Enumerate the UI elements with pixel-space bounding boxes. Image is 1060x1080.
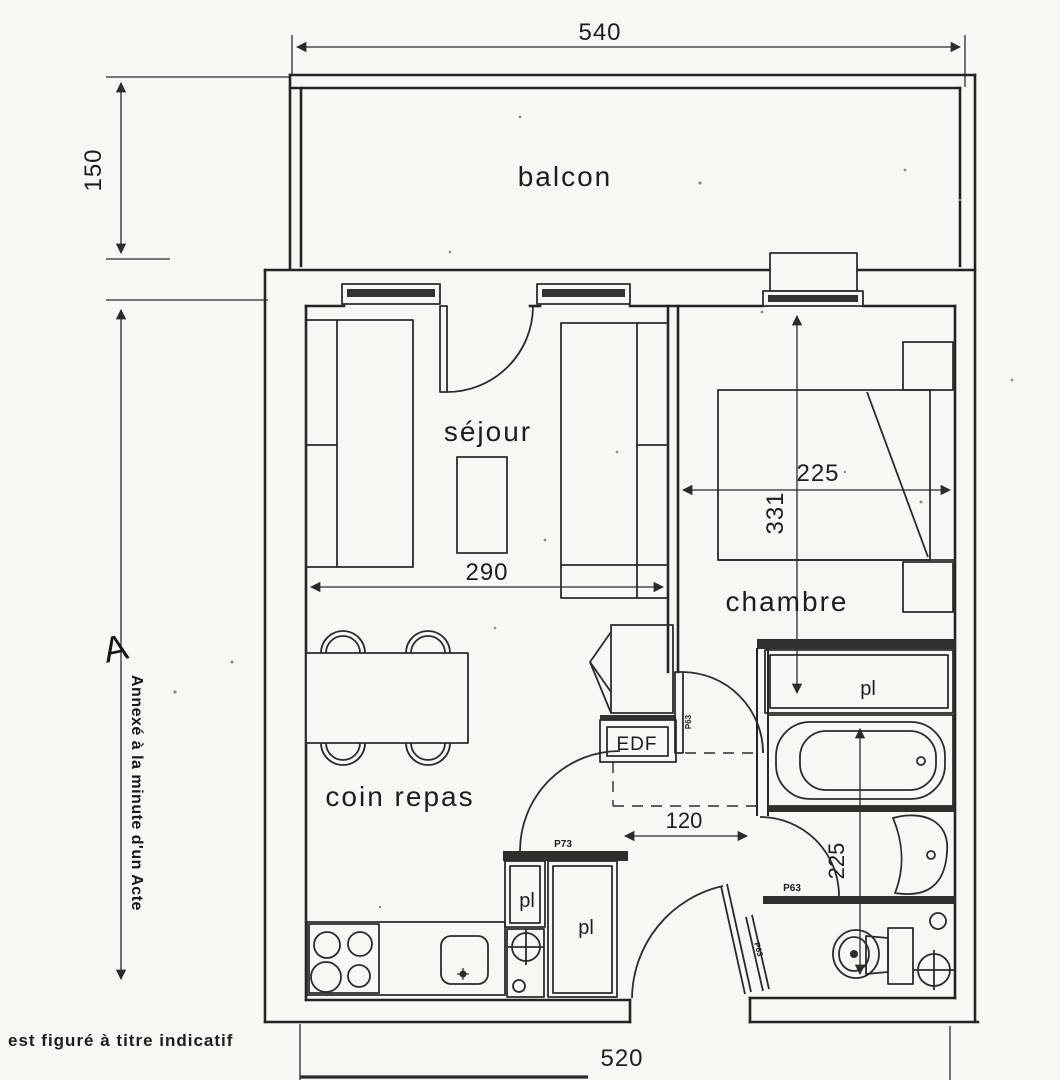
dim-150: 150	[80, 148, 107, 191]
stamp-text: Annexé à la minute d'un Acte	[128, 675, 145, 911]
partition-wall	[503, 851, 628, 861]
dim-120: 120	[666, 808, 703, 833]
closet: pl	[504, 860, 546, 928]
dim-331: 331	[762, 491, 789, 534]
dining-table	[305, 652, 469, 744]
dimensions: 540 150 290 225 331 120 225 520	[80, 19, 966, 1080]
hall-door-label: P73	[554, 839, 572, 850]
chair-icon	[320, 630, 366, 654]
chair-icon	[405, 630, 451, 654]
dining-area: coin repas	[305, 630, 474, 812]
partition-wall	[768, 806, 955, 812]
balcony-door-leaf	[439, 305, 448, 393]
sofa-icon	[560, 322, 669, 599]
chair-icon	[320, 742, 366, 766]
radiator-icon	[769, 252, 858, 292]
footnote: est figuré à titre indicatif	[8, 1031, 233, 1050]
water-heater-icon	[506, 928, 545, 998]
closet: pl	[764, 649, 954, 714]
dim-225-bedroom: 225	[796, 460, 839, 487]
partition-wall	[763, 896, 955, 904]
dining-area-label: coin repas	[325, 781, 474, 812]
edf-box: EDF	[599, 715, 677, 763]
closets: pl pl	[504, 860, 618, 998]
window-sill	[347, 289, 435, 297]
hallway: EDF P63 P73	[503, 624, 764, 999]
wc-vent-icon	[929, 912, 947, 930]
kitchen	[306, 921, 545, 998]
toilet-icon	[832, 927, 914, 985]
bedroom-door-label: P63	[684, 714, 693, 729]
dim-520: 520	[600, 1045, 643, 1072]
windows	[341, 252, 864, 393]
coffee-table	[456, 456, 508, 554]
bedroom-door-arc	[682, 671, 764, 754]
balcony-room: balcon	[288, 73, 977, 1024]
bedroom: chambre	[717, 341, 955, 617]
bathroom-door-arc	[759, 816, 840, 897]
entry-door	[631, 883, 752, 999]
wc-room: P63	[745, 912, 954, 992]
kitchen-counter	[306, 921, 506, 996]
balcony-door-arc	[446, 306, 534, 393]
partition-wall	[757, 639, 955, 649]
sofa-icon	[305, 319, 414, 568]
nightstand	[902, 341, 954, 391]
closet: pl	[547, 860, 618, 998]
wc-door: P63	[745, 914, 770, 992]
wardrobe-icon	[589, 624, 674, 714]
living-room: séjour	[305, 304, 680, 674]
chair-icon	[405, 742, 451, 766]
closet-label: pl	[860, 678, 876, 700]
dim-540: 540	[578, 19, 621, 46]
window-sill	[542, 289, 625, 297]
bed-icon	[717, 389, 955, 561]
floor-drain-icon	[914, 950, 954, 990]
dim-290: 290	[465, 559, 508, 586]
bathtub-icon	[767, 714, 954, 807]
living-room-label: séjour	[444, 416, 532, 447]
nightstand	[902, 561, 954, 613]
bathroom: pl P63	[756, 639, 955, 904]
closet-label: pl	[578, 917, 594, 939]
edf-label: EDF	[617, 734, 658, 755]
hall-door-arc	[519, 750, 621, 852]
stove-icon	[308, 923, 380, 994]
sink-icon	[440, 935, 489, 985]
balcony-label: balcon	[518, 161, 613, 192]
bathroom-door-label: P63	[783, 883, 801, 894]
closet-label: pl	[519, 890, 535, 912]
notary-stamp: A Annexé à la minute d'un Acte	[99, 626, 145, 911]
bedroom-label: chambre	[726, 586, 849, 617]
bedroom-door-leaf	[674, 671, 684, 754]
window-sill	[768, 295, 858, 302]
wc-door-label: P63	[752, 941, 765, 958]
stamp-letter: A	[99, 626, 131, 671]
scan-noise	[173, 115, 1014, 909]
washbasin-icon	[892, 814, 948, 895]
